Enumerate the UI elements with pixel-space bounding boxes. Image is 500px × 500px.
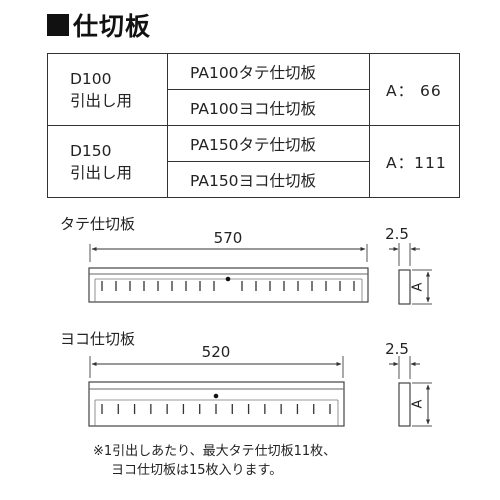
use-purpose: 引出し用	[70, 163, 133, 182]
section-title: 仕切板	[73, 12, 152, 41]
slot-marks	[101, 404, 331, 414]
use-model: D150	[70, 141, 112, 160]
height-label: A	[411, 282, 426, 291]
center-mark-icon	[225, 276, 231, 282]
square-bullet-icon	[47, 14, 69, 36]
part-cell: PA100ヨコ仕切板	[167, 89, 370, 126]
tate-side-view	[398, 269, 411, 305]
footnote-line: ※1引出しあたり、最大タテ仕切板11枚、	[93, 444, 337, 459]
use-purpose: 引出し用	[70, 91, 133, 110]
footnote: ※1引出しあたり、最大タテ仕切板11枚、 ヨコ仕切板は15枚入ります。	[93, 442, 336, 480]
tate-partition-label: タテ仕切板	[60, 215, 136, 233]
length-value: 570	[214, 229, 243, 247]
footnote-line: ヨコ仕切板は15枚入ります。	[111, 463, 283, 478]
part-cell: PA150ヨコ仕切板	[167, 161, 370, 198]
dimension-cell: A： 66	[369, 53, 460, 126]
length-value: 520	[202, 343, 231, 361]
dimension-cell: A：111	[369, 125, 460, 198]
yoko-partition-label: ヨコ仕切板	[60, 330, 136, 348]
slot-marks	[101, 281, 355, 291]
center-mark-icon	[213, 393, 219, 399]
table-row: PA100ヨコ仕切板	[48, 89, 460, 126]
yoko-side-view	[398, 382, 411, 427]
table-row: PA150ヨコ仕切板	[48, 161, 460, 198]
spec-table: D100 引出し用 PA100タテ仕切板 A： 66 PA100ヨコ仕切板 D1…	[47, 53, 460, 198]
part-cell: PA100タテ仕切板	[167, 53, 370, 90]
use-cell: D150 引出し用	[47, 125, 168, 198]
height-label: A	[411, 399, 426, 408]
tate-partition-drawing: 570 2.5 A	[88, 225, 432, 305]
yoko-partition-drawing: 520 2.5 A	[88, 340, 432, 427]
thickness-value: 2.5	[385, 225, 409, 243]
section-heading: 仕切板	[47, 8, 151, 42]
use-model: D100	[70, 69, 112, 88]
thickness-value: 2.5	[385, 340, 409, 358]
